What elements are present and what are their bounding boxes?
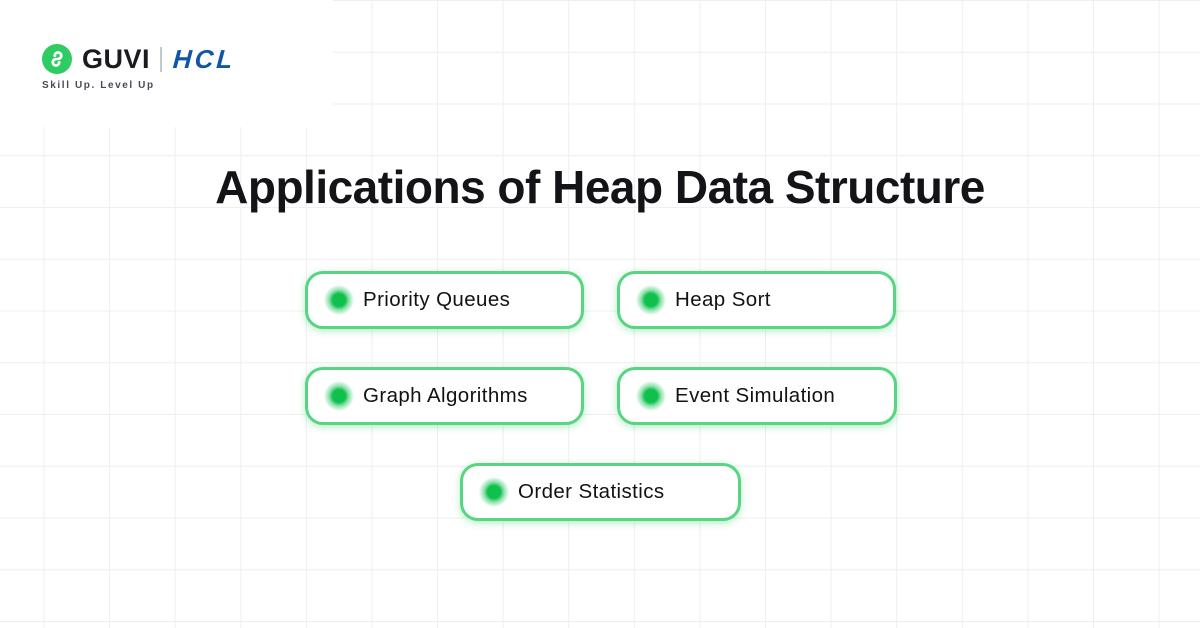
page-title: Applications of Heap Data Structure: [215, 161, 985, 213]
hcl-wordmark: HCL: [171, 44, 237, 74]
card-label: Order Statistics: [518, 480, 665, 503]
bullet-dot-icon: [636, 381, 666, 411]
brand-lockup: GUVI HCL: [42, 43, 237, 74]
card-label: Heap Sort: [675, 288, 771, 311]
card-graph-algorithms: Graph Algorithms: [305, 367, 584, 425]
guvi-wordmark: GUVI: [82, 43, 151, 74]
bullet-dot-icon: [324, 381, 354, 411]
card-heap-sort: Heap Sort: [617, 271, 896, 329]
card-label: Priority Queues: [363, 288, 511, 311]
card-label: Graph Algorithms: [363, 384, 528, 407]
card-event-simulation: Event Simulation: [617, 367, 897, 425]
brand-tagline: Skill Up. Level Up: [42, 80, 155, 91]
card-order-statistics: Order Statistics: [460, 463, 741, 521]
card-priority-queues: Priority Queues: [305, 271, 584, 329]
bullet-dot-icon: [479, 477, 509, 507]
guvi-logo-icon: [42, 44, 72, 74]
card-label: Event Simulation: [675, 384, 836, 407]
bullet-dot-icon: [324, 285, 354, 315]
bullet-dot-icon: [636, 285, 666, 315]
logo-divider: [160, 46, 163, 72]
